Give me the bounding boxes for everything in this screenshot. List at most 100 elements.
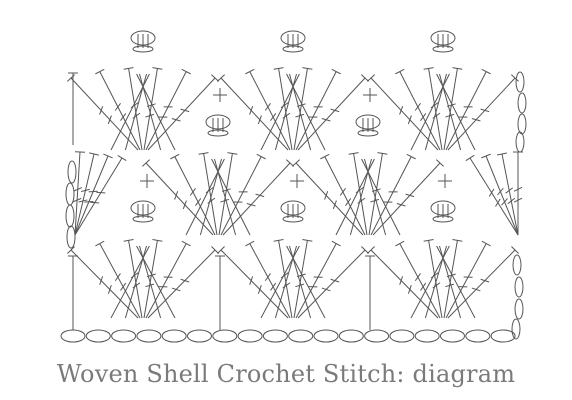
shell-stitch (273, 239, 293, 319)
chain-stitch (512, 254, 522, 276)
shell-stitch (220, 153, 266, 236)
shell-stitch (293, 239, 313, 319)
shell-stitch (217, 246, 289, 319)
stitch-post (74, 155, 109, 236)
shell-stitch (297, 74, 370, 151)
stitch-crossbar (270, 282, 277, 291)
shell-stitch (366, 74, 439, 151)
shell-stitch (293, 67, 313, 151)
stitch-crossbar (495, 198, 501, 207)
shell-stitch (145, 240, 191, 319)
row1-edge-post (365, 255, 375, 330)
shell-stitch (123, 239, 143, 319)
row3-cross-posts (110, 73, 176, 151)
shell-stitch (66, 74, 139, 151)
stitch-top-bar (198, 152, 209, 155)
stitch-post (469, 157, 519, 236)
row3-cluster (430, 30, 456, 53)
stitch-post (220, 77, 289, 151)
stitch-crossbar (114, 273, 121, 282)
shell-stitch (443, 67, 463, 151)
stitch-post (297, 77, 366, 151)
stitch-top-bar (74, 151, 86, 153)
stitch-post (278, 240, 293, 319)
diagram-caption: Woven Shell Crochet Stitch: diagram (56, 360, 516, 388)
stitch-post (370, 77, 439, 151)
stitch-crossbar (445, 283, 455, 288)
stitch-top-bar (435, 159, 445, 167)
row2-plus-symbol (438, 174, 452, 188)
row3-shell (66, 67, 220, 151)
stitch-post (295, 243, 337, 319)
stitch-crossbar (189, 187, 196, 196)
row1-cluster (430, 200, 456, 223)
chain-stitch (60, 329, 86, 343)
stitch-post (220, 156, 262, 236)
chain-stitch (514, 276, 524, 298)
shell-stitch (297, 246, 369, 319)
chain-stitch (262, 329, 288, 343)
stitch-top-bar (395, 68, 405, 75)
stitch-crossbar (264, 102, 271, 111)
shell-stitch (395, 240, 441, 319)
stitch-top-bar (291, 159, 301, 167)
stitch-crossbar (471, 118, 481, 122)
chain-stitch (288, 329, 314, 343)
stitch-post (372, 162, 441, 236)
shell-stitch (447, 74, 520, 151)
shell-stitch (145, 68, 191, 151)
row3-cross-posts (260, 73, 326, 151)
stitch-post (295, 162, 364, 236)
stitch-post (147, 249, 216, 319)
stitch-post (295, 71, 337, 151)
chain-stitch (364, 329, 390, 343)
stitch-post (99, 243, 141, 319)
stitch-crossbar (280, 272, 289, 279)
stitch-crossbar (321, 287, 331, 292)
stitch-crossbar (480, 108, 490, 113)
stitch-crossbar (396, 203, 406, 207)
cluster-base (132, 215, 154, 223)
stitch-post (293, 240, 308, 319)
stitch-top-bar (367, 246, 375, 254)
stitch-crossbar (73, 187, 83, 192)
stitch-post (447, 77, 516, 151)
row3-plus-symbol (363, 88, 377, 102)
stitch-top-bar (331, 68, 341, 75)
stitch-top-bar (123, 239, 134, 242)
shell-stitch (218, 152, 238, 236)
stitch-top-bar (152, 67, 163, 70)
stitch-top-bar (89, 152, 99, 156)
stitch-top-bar (511, 246, 519, 254)
stitch-top-bar (320, 153, 330, 160)
chain-stitch (389, 329, 415, 343)
stitch-top-bar (302, 239, 313, 242)
stitch-top-bar (366, 74, 376, 82)
stitch-post (249, 243, 291, 319)
stitch-top-bar (227, 152, 238, 155)
stitch-crossbar (90, 201, 100, 204)
stitch-crossbar (399, 276, 404, 285)
shell-stitch (291, 159, 364, 236)
row1-cluster (130, 200, 156, 223)
stitch-post (145, 71, 187, 151)
shell-stitch (447, 246, 519, 319)
shell-stitch (295, 240, 341, 319)
stitch-crossbar (174, 191, 179, 200)
row2-cluster (205, 114, 231, 137)
shell-stitch (370, 153, 416, 236)
stitch-post (501, 153, 519, 236)
cross-post (274, 245, 297, 319)
cross-post (124, 73, 148, 151)
stitch-crossbar (339, 187, 346, 196)
stitch-crossbar (171, 287, 181, 292)
row1-shell (217, 239, 369, 319)
stitch-crossbar (195, 198, 202, 206)
cross-post (286, 245, 326, 319)
shell-stitch (67, 246, 139, 319)
stitch-top-bar (216, 74, 226, 82)
right-turning-chain-lower (511, 254, 524, 340)
stitch-crossbar (370, 198, 380, 203)
row1-cross-posts (110, 245, 176, 319)
